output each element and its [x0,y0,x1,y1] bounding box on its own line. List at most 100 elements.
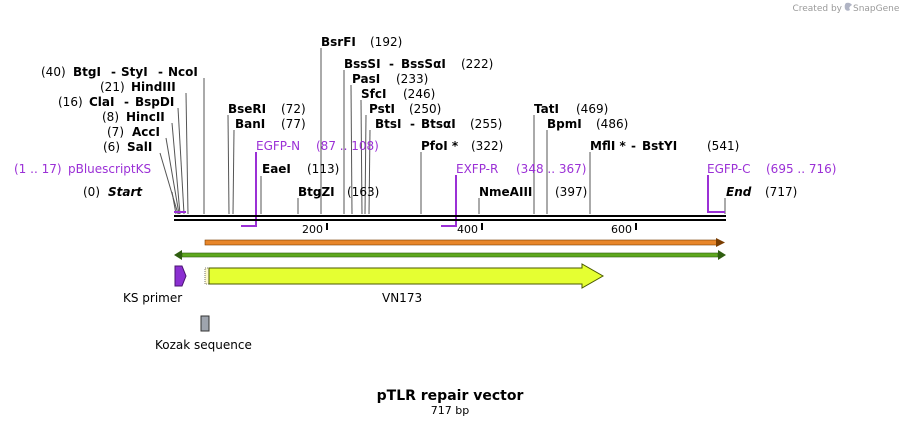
enzyme-label-clai: (16) ClaI - BspDI [58,95,174,109]
svg-text:PfoI *: PfoI * [421,139,459,153]
svg-text:TatI: TatI [534,102,559,116]
svg-text:(250): (250) [409,102,441,116]
svg-text:pBluescriptKS: pBluescriptKS [68,162,151,176]
svg-text:AccI: AccI [132,125,160,139]
svg-text:EXFP-R: EXFP-R [456,162,498,176]
enzyme-label-mfli: MflI * - BstYI (541) [590,139,739,153]
enzyme-label-eaei: EaeI (113) [262,162,339,176]
svg-text:(246): (246) [403,87,435,101]
svg-text:-: - [111,65,116,79]
ks-primer-label: KS primer [123,291,182,305]
vn173-feature [204,263,605,289]
ruler: 200 400 600 [302,223,637,236]
svg-text:-: - [410,117,415,131]
svg-text:BspDI: BspDI [135,95,174,109]
svg-text:-: - [158,65,163,79]
primer-markers [174,152,725,227]
snapgene-logo-icon [844,2,852,11]
svg-text:HindIII: HindIII [131,80,176,94]
end-label: End (717) [726,185,797,199]
svg-text:NcoI: NcoI [168,65,198,79]
svg-text:(717): (717) [765,185,797,199]
svg-text:(541): (541) [707,139,739,153]
svg-text:SfcI: SfcI [361,87,386,101]
kozak-feature [200,315,210,332]
enzyme-label-btgzi: BtgZI (163) [298,185,379,199]
svg-text:(72): (72) [281,102,306,116]
svg-text:(192): (192) [370,35,402,49]
svg-text:NmeAIII: NmeAIII [479,185,532,199]
enzyme-label-tati: TatI (469) [534,102,608,116]
enzyme-label-pasi: PasI (233) [352,72,428,86]
svg-text:BsrFI: BsrFI [321,35,356,49]
svg-text:(7): (7) [107,125,124,139]
svg-text:BtsαI: BtsαI [421,117,456,131]
svg-text:(0): (0) [83,185,100,199]
svg-text:(40): (40) [41,65,66,79]
ks-primer-feature [174,265,187,287]
svg-text:(113): (113) [307,162,339,176]
primer-label-egfp-n: EGFP-N (87 .. 108) [256,139,379,153]
svg-text:PasI: PasI [352,72,380,86]
svg-text:HincII: HincII [126,110,165,124]
enzyme-label-btgi: (40) BtgI - StyI - NcoI [41,65,198,79]
svg-text:(21): (21) [100,80,125,94]
start-label: (0) Start [83,185,143,199]
svg-text:BseRI: BseRI [228,102,266,116]
svg-text:(486): (486) [596,117,628,131]
svg-text:(163): (163) [347,185,379,199]
svg-text:BtgZI: BtgZI [298,185,335,199]
svg-text:-: - [631,139,636,153]
enzyme-label-btsi: BtsI - BtsαI (255) [375,117,502,131]
svg-text:BstYI: BstYI [642,139,677,153]
svg-text:BssSαI: BssSαI [401,57,446,71]
enzyme-label-acci: (7) AccI [107,125,160,139]
svg-text:(695 .. 716): (695 .. 716) [766,162,836,176]
svg-text:EGFP-N: EGFP-N [256,139,300,153]
sequence-backbone [174,215,726,221]
svg-text:End: End [726,185,752,199]
enzyme-label-nmeaiii: NmeAIII (397) [479,185,587,199]
created-by-text: Created by [792,4,842,14]
svg-text:(322): (322) [471,139,503,153]
svg-text:Start: Start [108,185,143,199]
svg-text:(87 .. 108): (87 .. 108) [316,139,379,153]
primer-label-exfp-r: EXFP-R (348 .. 367) [456,162,586,176]
svg-text:BssSI: BssSI [344,57,381,71]
svg-text:BtgI: BtgI [73,65,101,79]
orf-arrow [204,238,725,247]
enzyme-label-bpmi: BpmI (486) [547,117,628,131]
enzyme-label-psti: PstI (250) [369,102,441,116]
ruler-tick-400: 400 [457,223,478,236]
svg-text:EaeI: EaeI [262,162,291,176]
svg-text:-: - [389,57,394,71]
svg-text:(8): (8) [102,110,119,124]
vn173-label: VN173 [382,291,422,305]
primer-label-pbluescriptks: (1 .. 17) pBluescriptKS [14,162,151,176]
map-subtitle: 717 bp [431,404,469,417]
enzyme-label-hindiii: (21) HindIII [100,80,176,94]
enzyme-label-pfoi: PfoI * (322) [421,139,503,153]
green-span-arrow [174,250,726,260]
svg-text:(397): (397) [555,185,587,199]
svg-text:PstI: PstI [369,102,395,116]
enzyme-label-sfci: SfcI (246) [361,87,435,101]
svg-text:ClaI: ClaI [89,95,114,109]
enzyme-label-sali: (6) SalI [103,140,152,154]
svg-text:(469): (469) [576,102,608,116]
svg-text:(16): (16) [58,95,83,109]
enzyme-label-bani: BanI (77) [235,117,306,131]
primer-label-egfp-c: EGFP-C (695 .. 716) [707,162,836,176]
enzyme-label-hincii: (8) HincII [102,110,165,124]
svg-text:BtsI: BtsI [375,117,402,131]
svg-text:-: - [124,95,129,109]
enzyme-label-bsssi: BssSI - BssSαI (222) [344,57,493,71]
svg-text:BpmI: BpmI [547,117,582,131]
svg-text:SalI: SalI [127,140,152,154]
svg-text:BanI: BanI [235,117,265,131]
brand-text: SnapGene [853,4,900,14]
kozak-label: Kozak sequence [155,338,252,352]
cut-site-lines [159,48,726,215]
map-title: pTLR repair vector [377,388,524,404]
